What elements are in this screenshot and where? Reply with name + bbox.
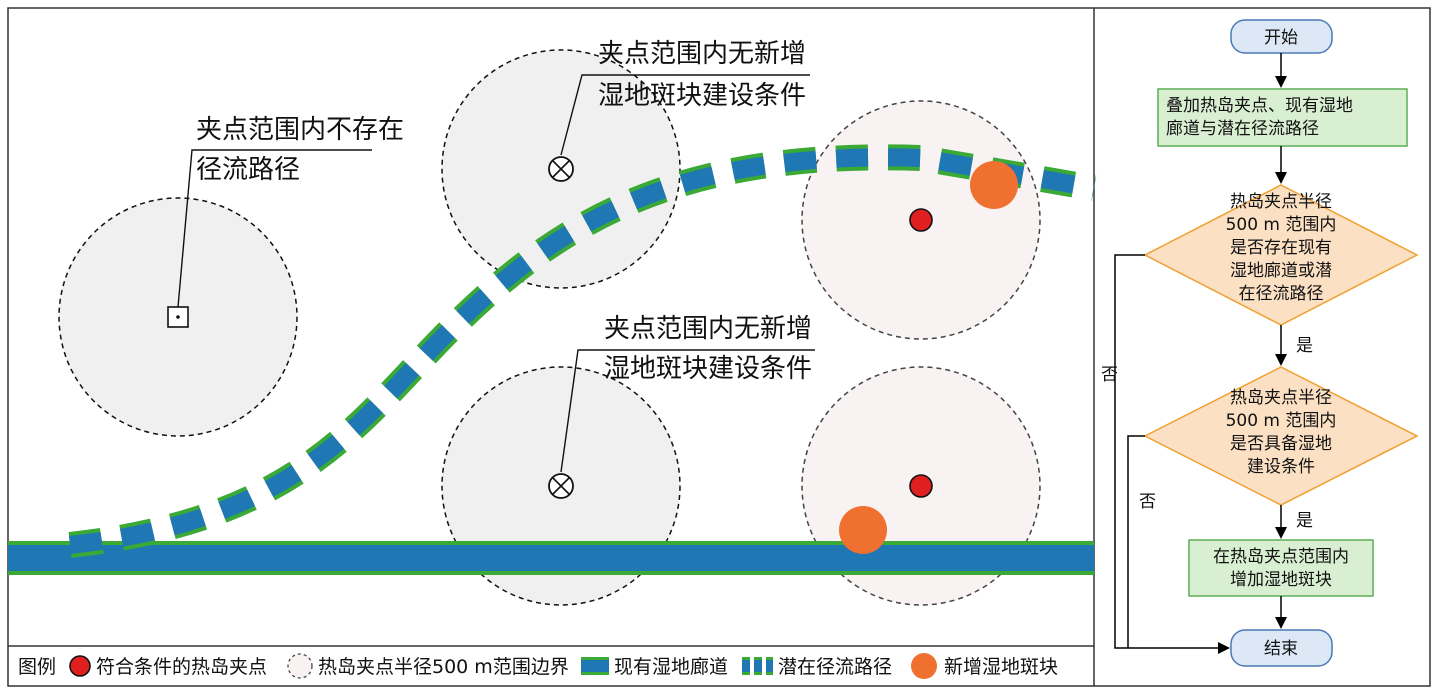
annotation-2-line1: 夹点范围内无新增 <box>598 39 806 69</box>
add-patch-step-node <box>1188 539 1374 597</box>
yes-label-1: 是 <box>1296 336 1313 356</box>
yes-label-2: 是 <box>1296 511 1313 531</box>
pinch-point-no-runoff <box>167 306 189 328</box>
new-wetland-patch-1 <box>970 161 1018 209</box>
annotation-3-line1: 夹点范围内无新增 <box>604 314 812 344</box>
red-dot-icon <box>69 655 91 677</box>
legend-item-qualified-point: 符合条件的热岛夹点 <box>96 656 267 678</box>
legend-item-new-patch: 新增湿地斑块 <box>944 656 1058 678</box>
decision-2-line4: 建设条件 <box>1247 457 1315 477</box>
overlay-step-line1: 叠加热岛夹点、现有湿地 <box>1166 96 1353 116</box>
no-branch-2 <box>1127 435 1145 648</box>
add-patch-step-line2: 增加湿地斑块 <box>1230 570 1332 590</box>
annotation-1-line2: 径流路径 <box>196 155 300 185</box>
annotation-leaders <box>177 74 815 473</box>
flowchart: 开始 叠加热岛夹点、现有湿地 廊道与潜在径流路径 热岛夹点半径 500 m 范围… <box>1101 19 1419 667</box>
no-label-2: 否 <box>1139 492 1156 512</box>
pinch-point-no-conditions-2 <box>548 473 574 499</box>
potential-runoff-path <box>68 144 1097 558</box>
dashed-circle-icon <box>287 653 313 679</box>
end-node <box>1230 629 1333 667</box>
decision-2-line2: 500 m 范围内 <box>1226 411 1337 431</box>
annotation-1-line1: 夹点范围内不存在 <box>196 115 404 145</box>
no-branch-1 <box>1114 254 1230 654</box>
annotation-2-line2: 湿地斑块建设条件 <box>598 81 806 111</box>
existing-wetland-corridor <box>8 541 1094 575</box>
decision-1-line2: 500 m 范围内 <box>1226 215 1337 235</box>
legend: 图例 符合条件的热岛夹点 热岛夹点半径500 m范围边界 现有湿地廊道 潜在径流… <box>18 653 1058 679</box>
qualified-pinch-point-1 <box>909 208 933 232</box>
end-label: 结束 <box>1264 639 1298 659</box>
orange-dot-icon <box>911 653 937 679</box>
decision-2-line3: 是否具备湿地 <box>1230 434 1332 454</box>
legend-title: 图例 <box>18 656 56 678</box>
decision-2-line1: 热岛夹点半径 <box>1230 388 1332 408</box>
start-label: 开始 <box>1264 28 1298 48</box>
legend-item-runoff-path: 潜在径流路径 <box>778 656 892 678</box>
overlay-step-node <box>1157 88 1408 147</box>
decision-1-line5: 在径流路径 <box>1239 284 1324 304</box>
no-label-1: 否 <box>1101 365 1118 385</box>
decision-1-line3: 是否存在现有 <box>1230 238 1332 258</box>
qualified-pinch-point-2 <box>909 474 933 498</box>
solid-corridor-icon <box>581 657 609 675</box>
dashed-corridor-icon <box>742 657 773 675</box>
decision-1-line4: 湿地廊道或潜 <box>1230 261 1332 281</box>
legend-item-existing-corridor: 现有湿地廊道 <box>614 656 728 678</box>
add-patch-step-line1: 在热岛夹点范围内 <box>1213 547 1349 567</box>
decision-1-line1: 热岛夹点半径 <box>1230 192 1332 212</box>
annotation-3-line2: 湿地斑块建设条件 <box>604 354 812 384</box>
pinch-point-no-conditions-1 <box>548 156 574 182</box>
overlay-step-line2: 廊道与潜在径流路径 <box>1166 119 1319 139</box>
legend-item-buffer: 热岛夹点半径500 m范围边界 <box>318 656 569 678</box>
new-wetland-patch-2 <box>839 506 887 554</box>
